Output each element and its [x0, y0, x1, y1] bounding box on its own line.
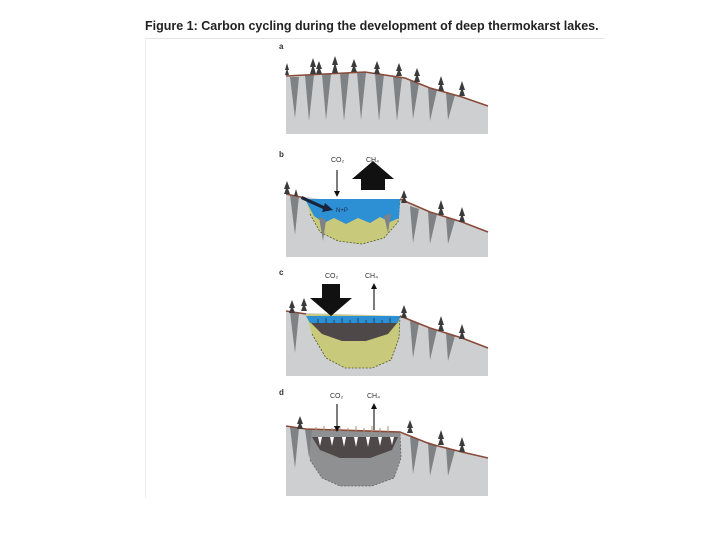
ice-wedge — [305, 75, 314, 121]
ice-wedge — [305, 429, 312, 458]
panel-a — [285, 56, 489, 134]
ice-wedge — [428, 87, 437, 121]
panel-c-organic-sediment — [310, 322, 398, 341]
ice-wedge — [290, 427, 299, 468]
panel-c-ice-wedges — [290, 312, 455, 361]
panel-c-talik-boundary — [311, 315, 401, 369]
panel-b-ch4-emission-arrow — [352, 161, 394, 190]
ice-wedge — [340, 73, 349, 121]
spruce-tree — [332, 56, 338, 73]
ice-wedge — [446, 333, 455, 361]
spruce-tree — [401, 305, 407, 318]
panel-b-co2-arrowhead — [334, 191, 340, 197]
spruce-tree — [374, 61, 380, 74]
figure-title: Figure 1: Carbon cycling during the deve… — [145, 19, 599, 33]
panel-c-trees — [289, 298, 465, 339]
panel-d-letter: d — [279, 388, 284, 397]
ice-wedge — [384, 213, 391, 233]
panel-b-co2-label: CO₂ — [331, 157, 345, 164]
panel-a-surface — [285, 71, 489, 107]
spruce-tree — [285, 63, 289, 75]
spruce-tree — [407, 420, 413, 433]
panel-b-ice-wedges — [290, 195, 455, 244]
panel-d-organic-sediment — [312, 437, 398, 458]
panel-b-lake-water — [305, 199, 400, 224]
ice-wedge — [290, 77, 299, 118]
spruce-tree — [459, 437, 465, 452]
ice-wedge — [410, 80, 419, 119]
panel-d-co2-label: CO₂ — [330, 393, 344, 400]
panel-d-ch4-arrowhead — [371, 403, 377, 409]
panel-d-ice-wedge-regrowth — [318, 437, 394, 447]
ice-wedge — [410, 320, 419, 358]
spruce-tree — [414, 68, 420, 82]
panel-d-co2-arrowhead — [334, 426, 340, 432]
ice-wedge — [319, 217, 326, 241]
spruce-tree — [294, 189, 298, 196]
panel-d-talik-boundary — [309, 431, 402, 487]
ice-wedge — [428, 327, 437, 360]
ice-wedge — [446, 92, 455, 120]
spruce-tree — [316, 61, 322, 74]
ice-wedge — [290, 312, 299, 353]
ice-wedge — [410, 436, 419, 474]
panel-c-ch4-arrowhead — [371, 283, 377, 289]
ice-wedge — [428, 211, 437, 244]
panel-c: CO₂ CH₄ — [285, 273, 489, 376]
panel-a-trees — [285, 56, 465, 96]
spruce-tree — [401, 190, 407, 203]
ice-wedge — [446, 217, 455, 244]
spruce-tree — [310, 58, 316, 74]
ice-wedge — [446, 447, 455, 476]
spruce-tree — [289, 300, 295, 313]
spruce-tree — [438, 316, 444, 331]
spruce-tree — [459, 324, 465, 339]
panel-b-trees — [284, 181, 465, 222]
panel-c-co2-uptake-arrow — [310, 284, 352, 316]
ice-wedge — [428, 442, 437, 476]
panel-d: CO₂ CH₄ — [285, 393, 489, 496]
ice-wedge — [290, 195, 299, 235]
panel-c-surface — [285, 310, 489, 349]
tundra-grass — [315, 426, 389, 432]
spruce-tree — [396, 63, 402, 76]
ice-wedge — [322, 74, 331, 120]
spruce-tree — [438, 200, 444, 215]
panel-a-letter: a — [279, 42, 284, 51]
panel-b-letter: b — [279, 150, 284, 159]
panel-d-grass — [315, 426, 389, 432]
panel-d-ice-wedges — [290, 427, 455, 476]
spruce-tree — [351, 59, 357, 72]
ice-wedge — [375, 74, 384, 121]
spruce-tree — [301, 298, 307, 311]
spruce-tree — [297, 416, 303, 429]
panel-c-co2-label: CO₂ — [325, 273, 339, 280]
panel-b-talik-boundary — [309, 199, 401, 245]
panel-d-trees — [297, 416, 465, 452]
panel-c-aquatic-vegetation — [317, 318, 391, 323]
panel-c-lake-water — [306, 316, 400, 323]
spruce-tree — [438, 76, 444, 91]
nutrient-label: N+P — [336, 208, 348, 214]
panel-d-ch4-label: CH₄ — [367, 393, 380, 400]
ice-wedge — [357, 72, 366, 120]
panel-c-ch4-label: CH₄ — [365, 273, 378, 280]
spruce-tree — [459, 81, 465, 96]
nutrient-input-arrow — [301, 196, 333, 212]
panel-a-ice-wedges — [290, 72, 455, 121]
ice-wedge — [393, 76, 402, 121]
panel-c-letter: c — [279, 268, 284, 277]
panel-b-ch4-label: CH₄ — [366, 157, 379, 164]
panel-b: N+P CO₂ CH₄ — [284, 157, 489, 257]
ice-wedge — [410, 206, 419, 243]
spruce-tree — [284, 181, 290, 194]
spruce-tree — [438, 430, 444, 445]
frame-left-rule — [145, 38, 146, 498]
panel-a-ground — [286, 72, 488, 134]
frame-top-rule — [145, 38, 605, 39]
spruce-tree — [459, 207, 465, 222]
